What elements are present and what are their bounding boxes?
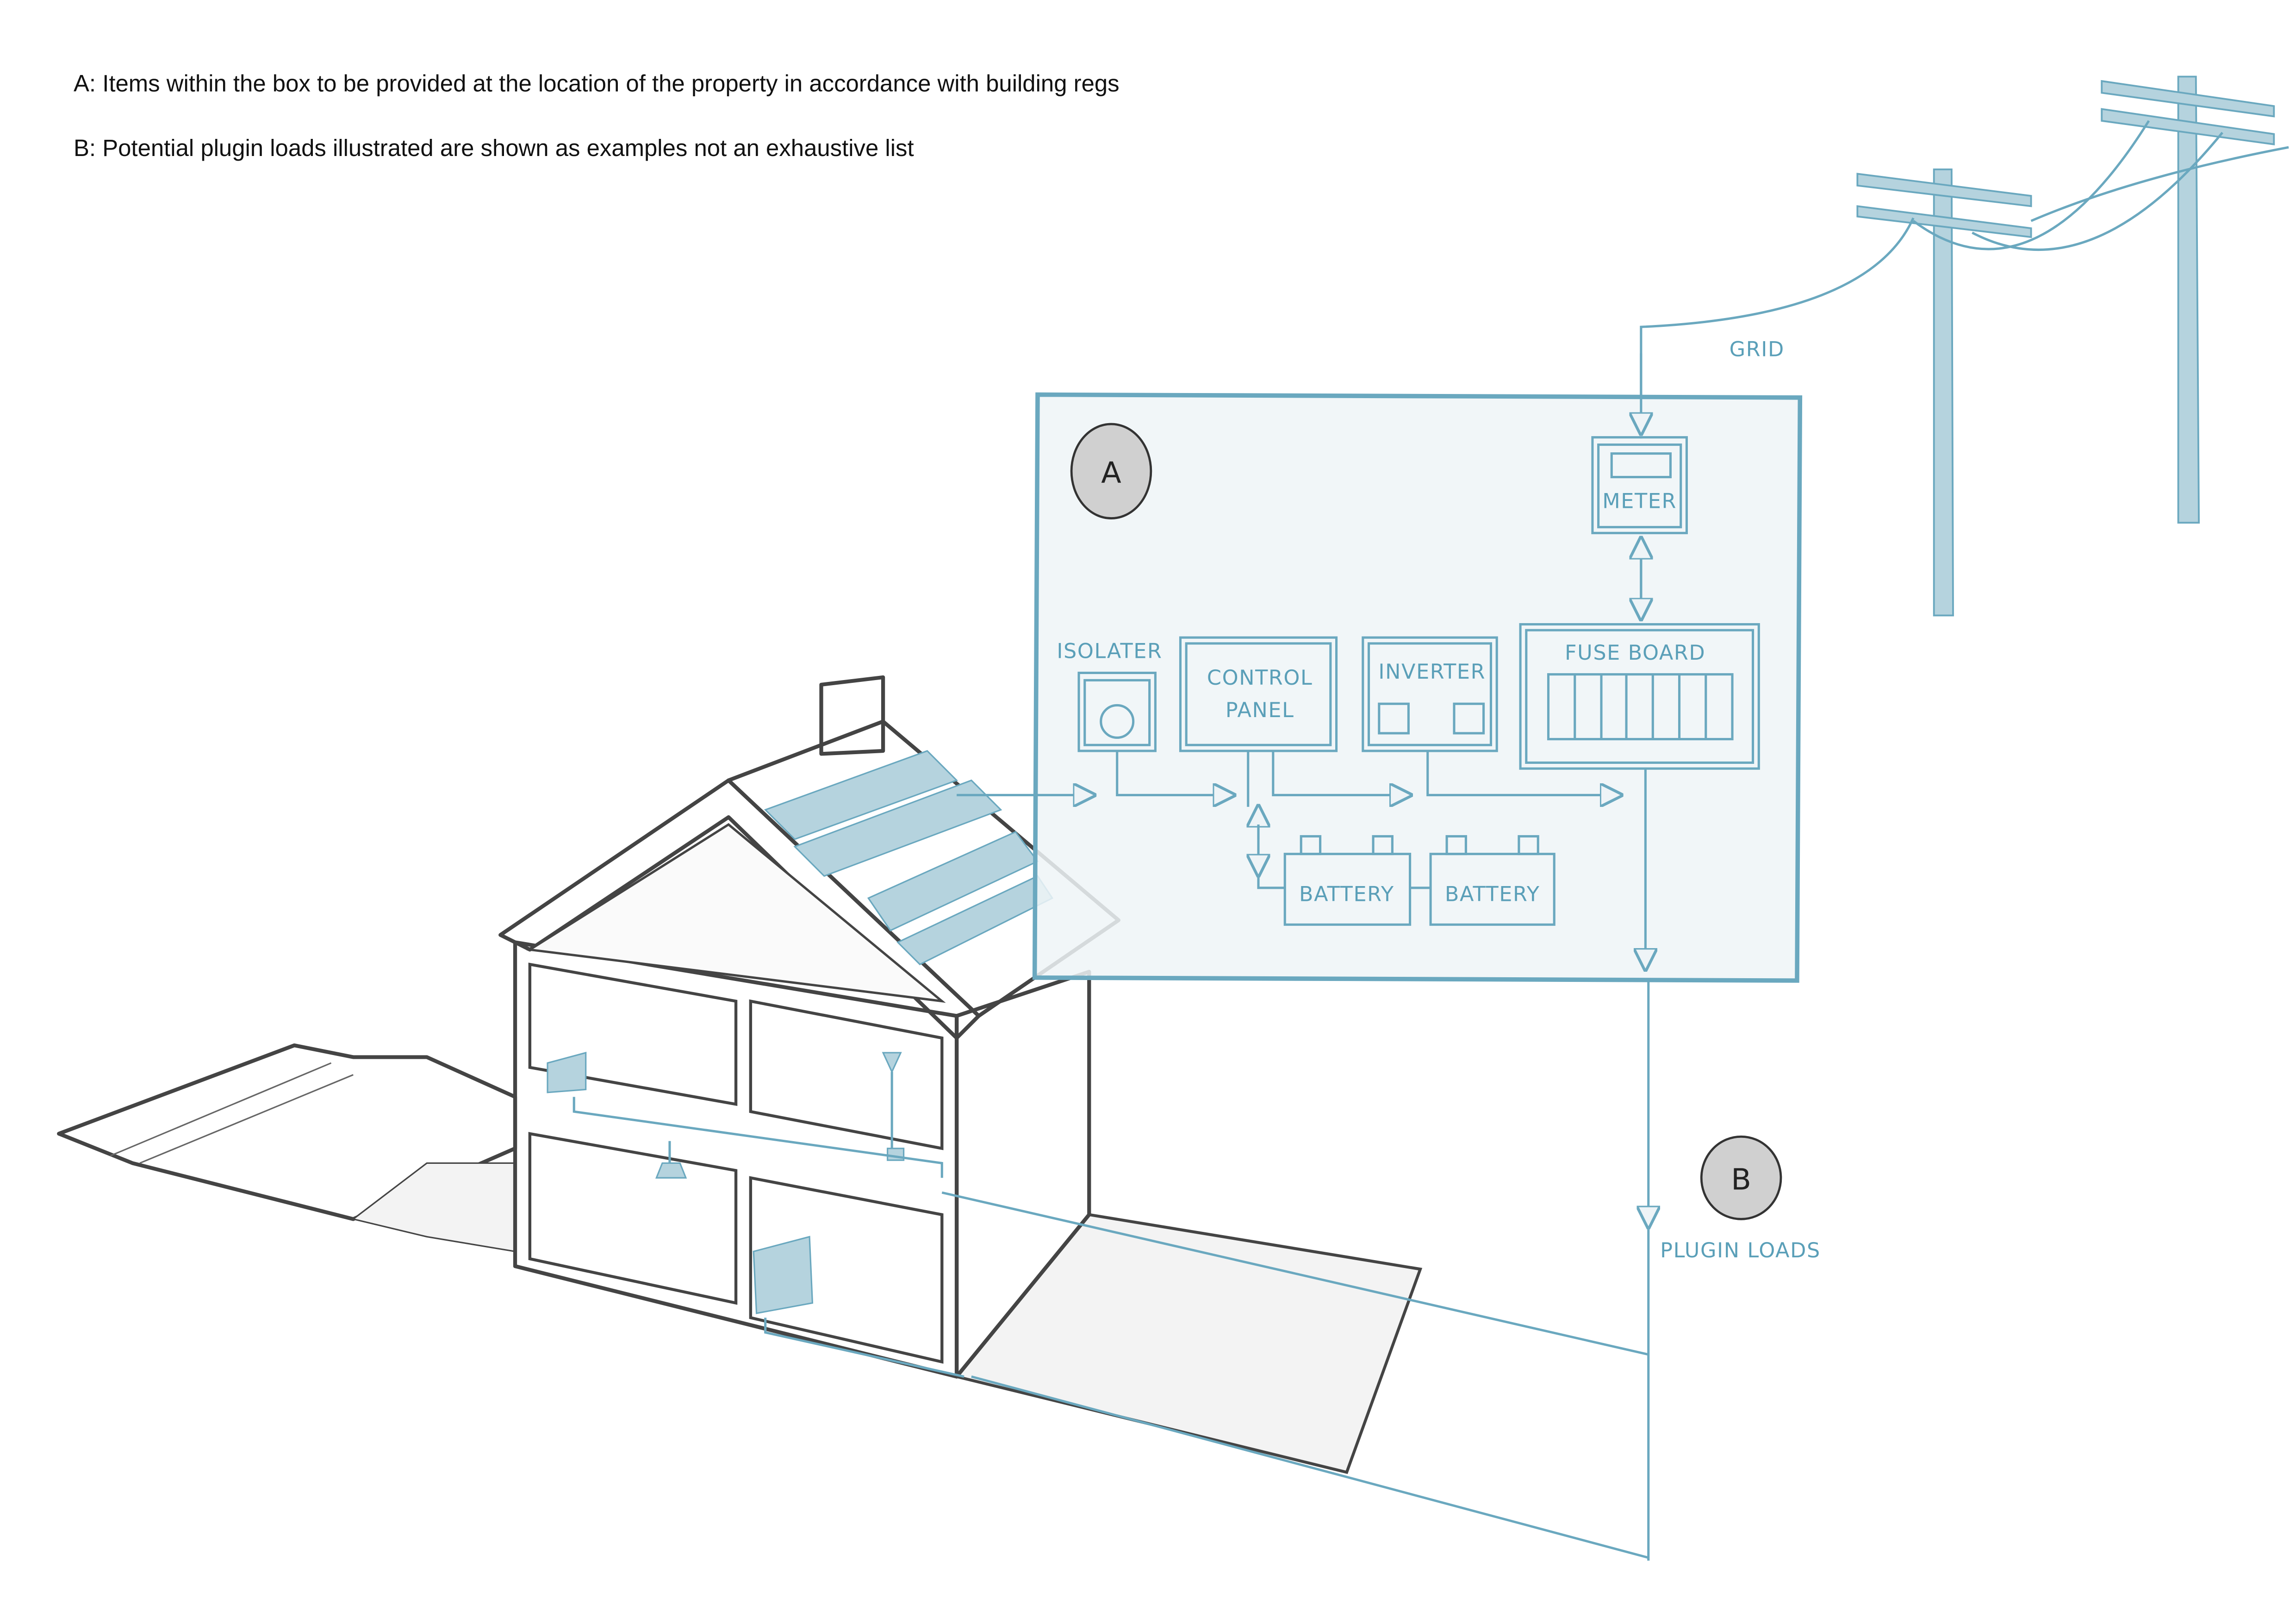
control-panel-label-line2: PANEL: [1226, 699, 1294, 722]
plugin-loads-label: PLUGIN LOADS: [1660, 1239, 1821, 1262]
meter-box: [1591, 436, 1688, 534]
inverter-label: INVERTER: [1378, 660, 1486, 684]
note-b: B: Potential plugin loads illustrated ar…: [74, 135, 914, 161]
battery-2-label: BATTERY: [1445, 882, 1540, 906]
grid-label: GRID: [1730, 338, 1785, 362]
battery-1-box: [1283, 853, 1412, 926]
isolater-label: ISOLATER: [1057, 640, 1162, 663]
marker-b-circle: [1700, 1135, 1782, 1220]
battery-1-label: BATTERY: [1299, 882, 1394, 906]
marker-a: A: [1101, 456, 1121, 490]
box-a-on-site-equipment: A METER ISOLATER CONTROL PANEL INVERTER …: [957, 353, 1803, 983]
battery-2-box: [1429, 853, 1556, 926]
control-panel-label-line1: CONTROL: [1207, 666, 1313, 690]
fuse-board-box: [1519, 623, 1760, 770]
marker-b: B: [1731, 1162, 1751, 1197]
meter-label: METER: [1602, 489, 1677, 513]
utility-poles: [1640, 75, 2289, 617]
marker-a-circle: [1070, 423, 1152, 519]
fuse-board-label: FUSE BOARD: [1565, 641, 1705, 665]
note-a: A: Items within the box to be provided a…: [74, 70, 1120, 96]
inverter-box: [1362, 636, 1498, 752]
control-panel-box: [1179, 636, 1338, 752]
house-illustration: [57, 675, 1649, 1559]
